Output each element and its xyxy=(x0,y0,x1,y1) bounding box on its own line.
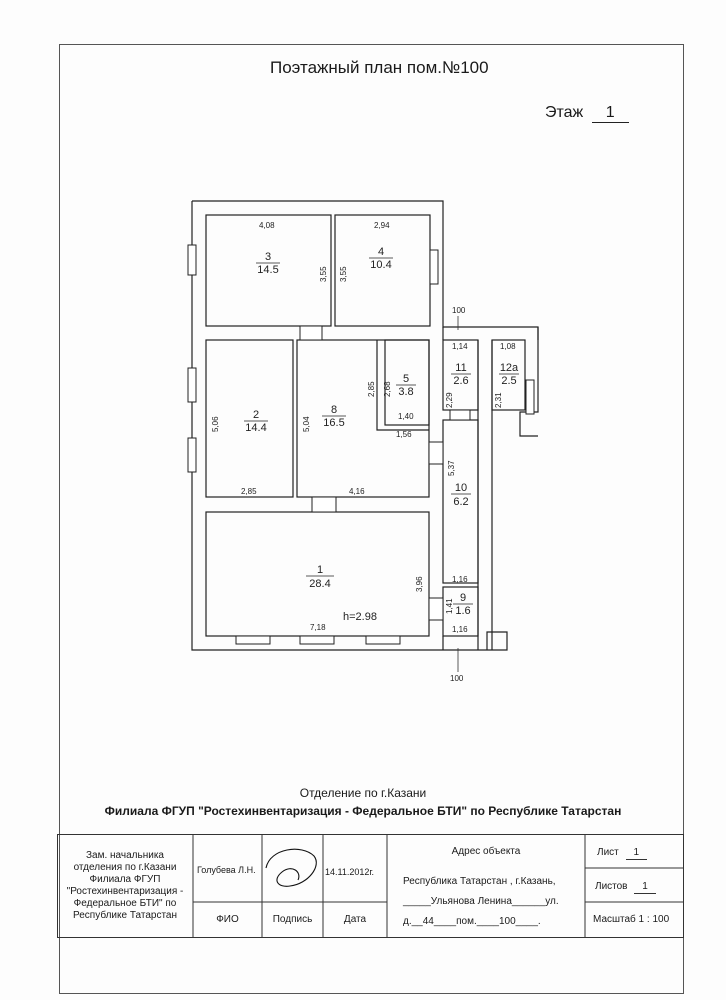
room-8-number: 8 xyxy=(331,404,337,416)
dim-r8-bottom: 4,16 xyxy=(349,487,365,496)
signer-name: Голубева Л.Н. xyxy=(197,865,256,875)
dim-r9-bottom: 1,16 xyxy=(452,625,468,634)
floor-number: 1 xyxy=(591,104,629,123)
room-8-area: 16.5 xyxy=(323,417,344,429)
room-11-number: 11 xyxy=(455,362,466,374)
sheet-value: 1 xyxy=(625,847,648,860)
dim-r12-left: 2,31 xyxy=(494,392,503,408)
dim-r2-left: 5,06 xyxy=(211,416,220,432)
address-title: Адрес объекта xyxy=(451,846,521,857)
outer-walls xyxy=(191,200,539,651)
room-3-area: 14.5 xyxy=(257,264,278,276)
floor-label: Этаж xyxy=(545,104,584,121)
section-mark-top: 100 xyxy=(452,306,466,315)
room-9-area: 1.6 xyxy=(455,605,470,617)
dim-r5-bottom: 1,40 xyxy=(398,412,414,421)
room-4-number: 4 xyxy=(378,246,384,258)
doors xyxy=(299,325,471,621)
sheets-label: Листов xyxy=(595,881,628,892)
dim-r10-left: 5,37 xyxy=(447,460,456,476)
room-2-number: 2 xyxy=(253,409,259,421)
dim-r2-bottom: 2,85 xyxy=(241,487,257,496)
dim-r4-top: 2,94 xyxy=(374,221,390,230)
col-date: Дата xyxy=(343,914,367,925)
windows xyxy=(187,244,535,645)
dim-r12-top: 1,08 xyxy=(500,342,516,351)
room-2-area: 14.4 xyxy=(245,422,266,434)
floor-plan: 100 100 3 14.5 4 10.4 2 14.4 8 16.5 5 3.… xyxy=(187,200,539,683)
signature-mark xyxy=(265,848,317,887)
dim-r11-left: 2,29 xyxy=(445,392,454,408)
signer-position-line: отделения по г.Казани xyxy=(73,862,177,873)
address-street: _____Ульянова Ленина______ул. xyxy=(403,896,559,907)
room-10-area: 6.2 xyxy=(453,496,468,508)
signer-position-line: Республике Татарстан xyxy=(73,910,177,921)
dim-r3-right: 3,55 xyxy=(319,266,328,282)
dim-r8-left: 5,04 xyxy=(302,416,311,432)
col-fio: ФИО xyxy=(216,914,239,925)
room-5-area: 3.8 xyxy=(398,386,413,398)
dimension-labels: 4,08 3,55 2,94 3,55 5,06 2,85 5,04 4,16 … xyxy=(211,221,516,634)
signer-position-line: Зам. начальника xyxy=(86,850,164,861)
room-12a-number: 12а xyxy=(500,362,519,374)
room-12a-area: 2.5 xyxy=(501,375,516,387)
room-3-number: 3 xyxy=(265,251,271,263)
sign-date: 14.11.2012г. xyxy=(325,867,375,877)
room-1-number: 1 xyxy=(317,564,323,576)
room-1-area: 28.4 xyxy=(309,578,330,590)
signer-position: Зам. начальника отделения по г.Казани Фи… xyxy=(59,850,191,922)
floor-indicator: Этаж 1 xyxy=(545,104,629,123)
dim-r4-left: 3,55 xyxy=(339,266,348,282)
sheets-value: 1 xyxy=(634,881,656,894)
room-labels: 3 14.5 4 10.4 2 14.4 8 16.5 5 3.8 11 2.6… xyxy=(244,246,519,623)
section-mark-bottom: 100 xyxy=(450,674,464,683)
address-house: д.__44____пом.____100____. xyxy=(403,916,541,927)
dim-r5-left2: 2,68 xyxy=(383,381,392,397)
dim-r1-bottom: 7,18 xyxy=(310,623,326,632)
dim-r11-top: 1,14 xyxy=(452,342,468,351)
org-department: Отделение по г.Казани xyxy=(299,786,427,800)
dim-r3-top: 4,08 xyxy=(259,221,275,230)
sheet-border xyxy=(59,44,684,994)
room-9-number: 9 xyxy=(460,592,466,604)
org-branch: Филиала ФГУП "Ростехинвентаризация - Фед… xyxy=(104,804,622,818)
room-4-area: 10.4 xyxy=(370,259,391,271)
sheet-field: Лист 1 xyxy=(597,847,648,860)
signer-position-line: "Ростехинвентаризация - xyxy=(66,886,184,897)
title-block: Зам. начальника отделения по г.Казани Фи… xyxy=(57,834,684,938)
sheet-label: Лист xyxy=(597,847,619,858)
room-10-number: 10 xyxy=(455,482,467,494)
room-5-number: 5 xyxy=(403,373,409,385)
dim-r5-left: 2,85 xyxy=(367,381,376,397)
scale-label: Масштаб 1 : 100 xyxy=(593,914,670,925)
room-5-walls xyxy=(384,339,430,426)
plan-title: Поэтажный план пом.№100 xyxy=(270,58,489,77)
dim-r1-right: 3,96 xyxy=(415,576,424,592)
sheets-field: Листов 1 xyxy=(595,881,656,894)
dim-r9-top: 1,16 xyxy=(452,575,468,584)
address-line1: Республика Татарстан , г.Казань, xyxy=(403,876,556,887)
room-5-inner xyxy=(376,340,429,431)
ceiling-height: h=2.98 xyxy=(343,611,377,623)
dim-r8-inner-right: 1,56 xyxy=(396,430,412,439)
room-2-walls xyxy=(205,339,294,498)
title-block-grid xyxy=(57,834,684,938)
room-3-walls xyxy=(205,214,332,327)
room-11-area: 2.6 xyxy=(453,375,468,387)
dim-r9-left: 1,41 xyxy=(445,598,454,614)
signer-position-line: Федеральное БТИ" по xyxy=(73,898,177,909)
col-signature: Подпись xyxy=(272,914,313,925)
signer-position-line: Филиала ФГУП xyxy=(89,874,161,885)
